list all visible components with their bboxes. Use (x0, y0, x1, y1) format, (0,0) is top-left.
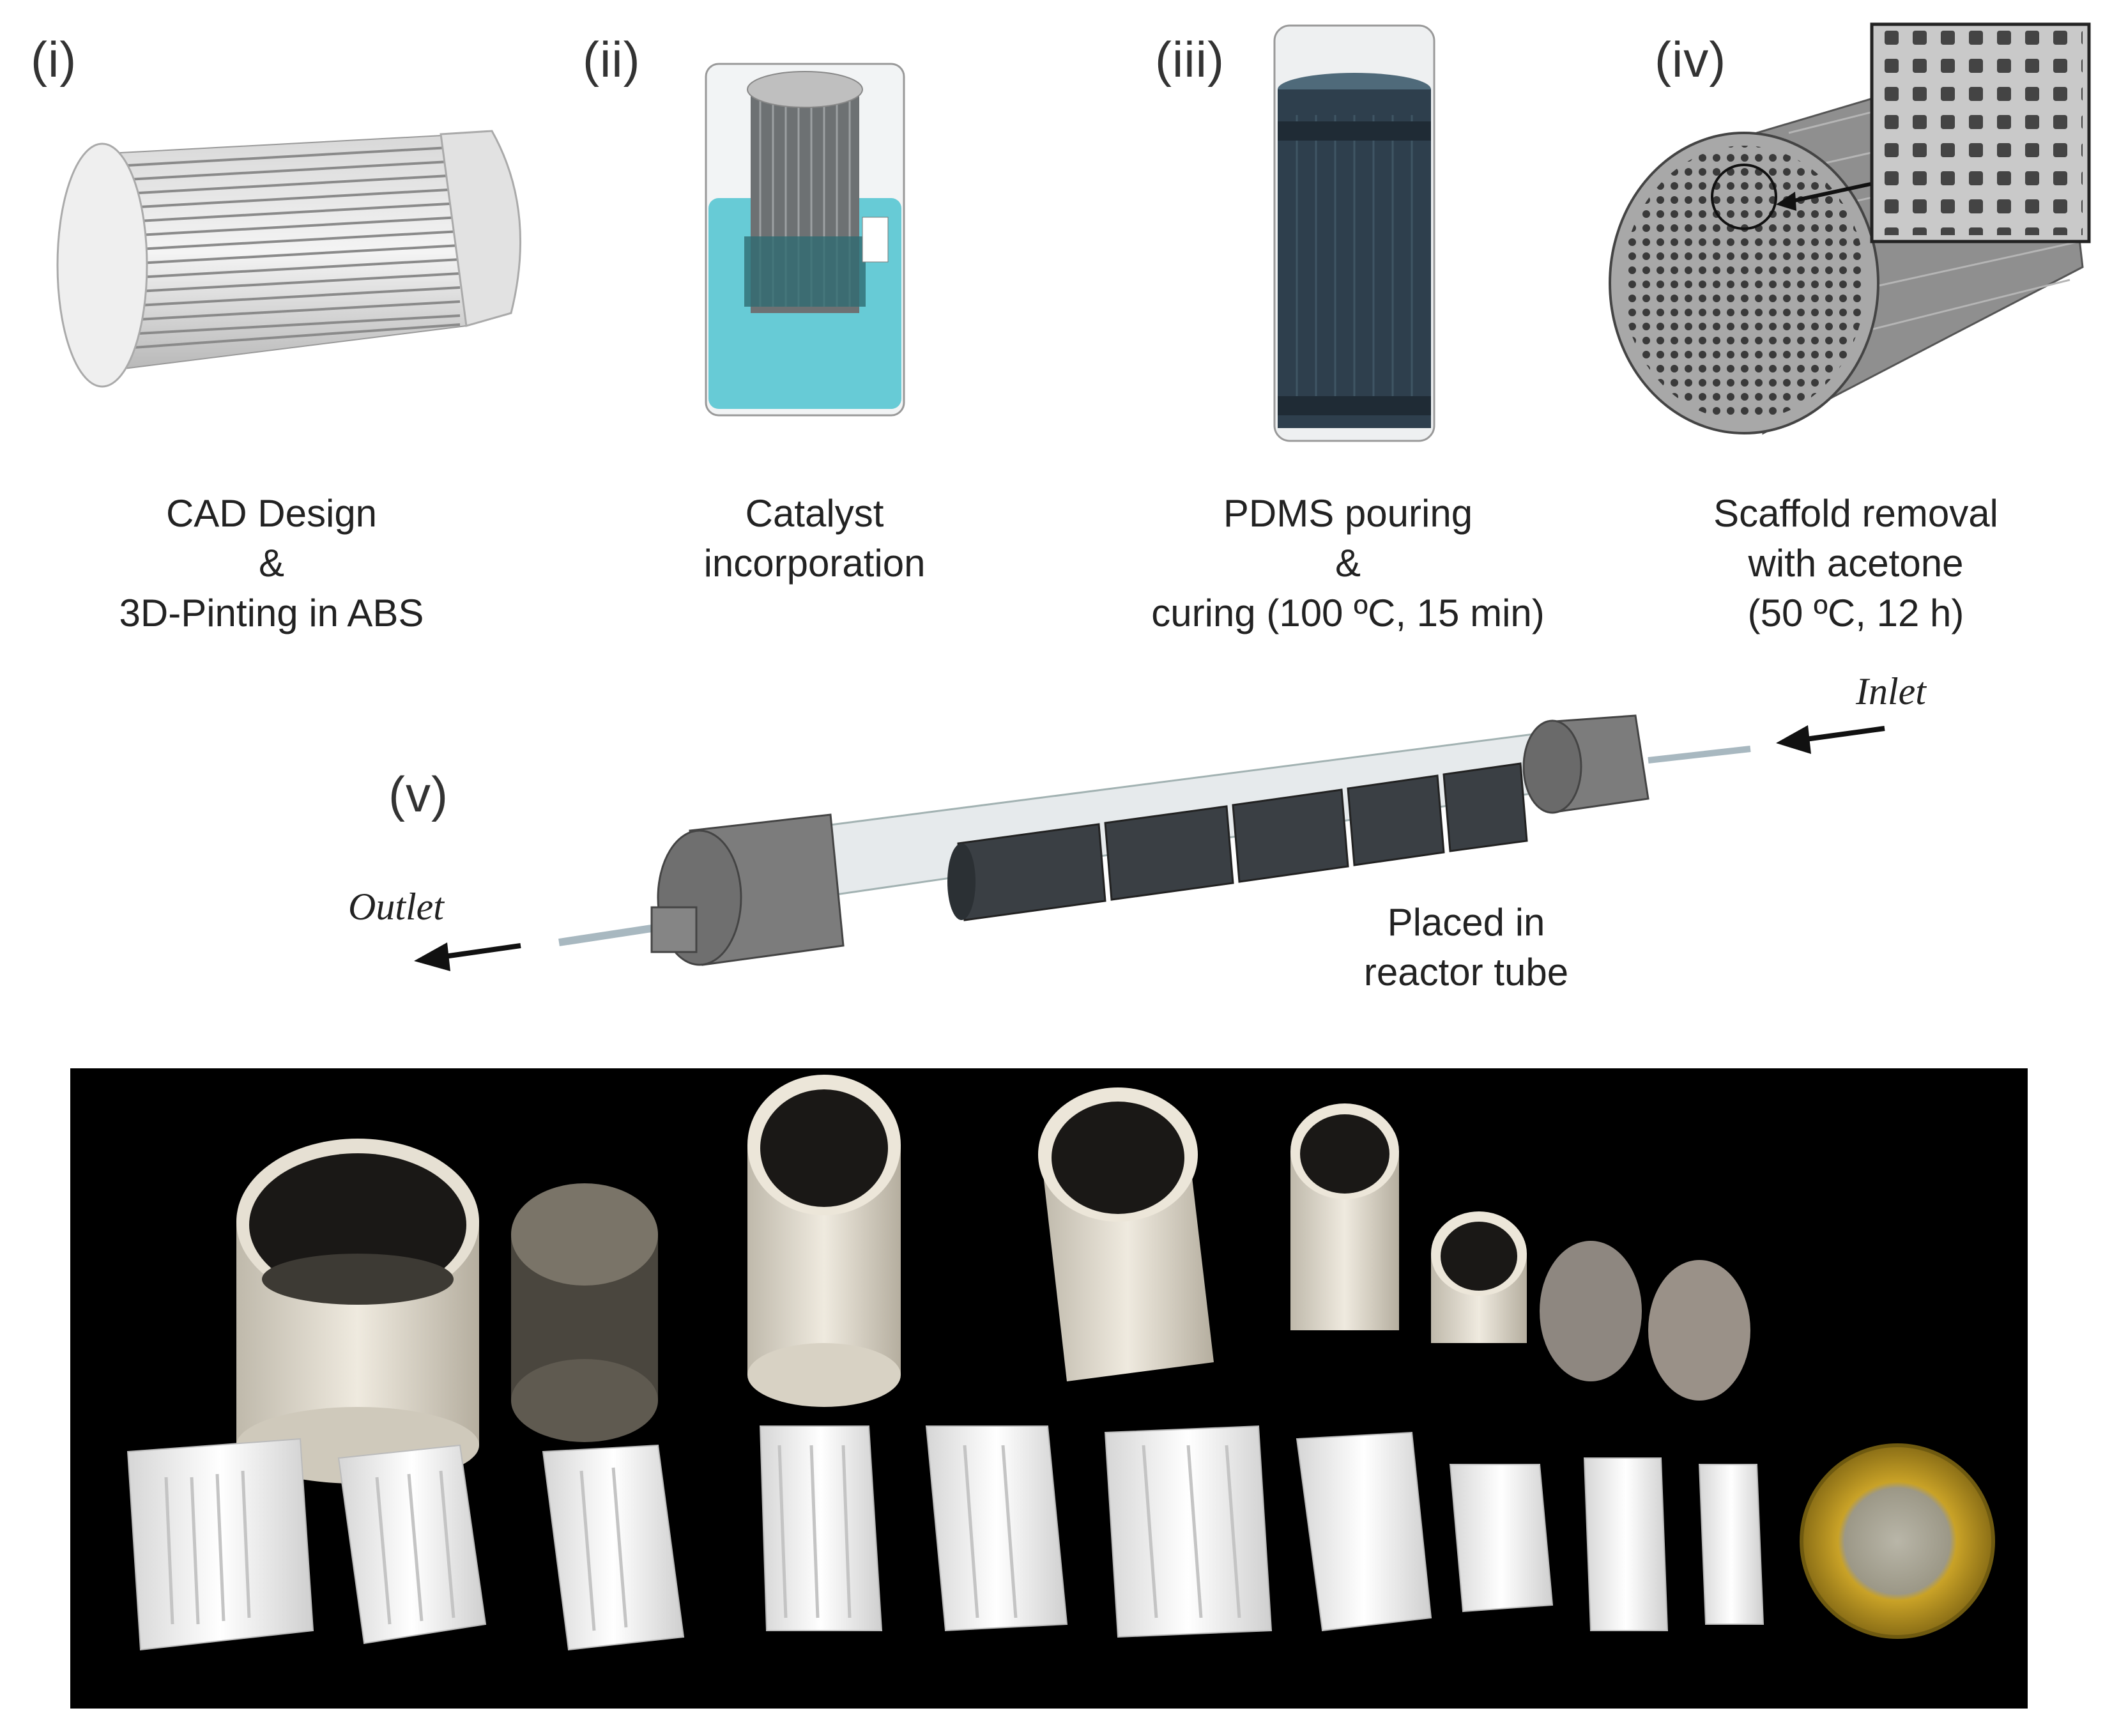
caption-line: CAD Design (165, 492, 378, 535)
printed-scaffolds-photo (126, 1075, 1995, 1651)
caption-line: Catalyst (745, 492, 884, 535)
step-4-caption: Scaffold removal with acetone (50 ºC, 12… (1635, 489, 2076, 638)
pdms-mold-drawing (1273, 24, 1435, 442)
step-1-caption: CAD Design & 3D-Pinting in ABS (70, 489, 473, 638)
scaffold-removal-drawing (1609, 22, 2091, 435)
inlet-label: Inlet (1856, 670, 1926, 712)
arrow-left-icon (414, 942, 521, 971)
step-5-label: (v) (388, 766, 448, 822)
caption-line: & (258, 542, 285, 585)
step-1-label: (i) (31, 31, 77, 88)
arrow-left-icon (1776, 725, 1885, 754)
caption-line: PDMS pouring (1223, 492, 1473, 535)
cad-scaffold-drawing (56, 130, 521, 388)
caption-line: with acetone (1748, 542, 1964, 585)
caption-line: & (1335, 542, 1361, 585)
caption-line: (50 ºC, 12 h) (1747, 592, 1964, 634)
outlet-label: Outlet (348, 886, 444, 928)
photo-panel (70, 1068, 2028, 1709)
caption-line: 3D-Pinting in ABS (119, 592, 424, 634)
step-2-label: (ii) (583, 31, 641, 88)
step-4-label: (iv) (1655, 31, 1727, 88)
step-3-label: (iii) (1155, 31, 1225, 88)
bottom-row-scaffolds (126, 1425, 1764, 1651)
catalyst-beaker-drawing (705, 63, 905, 417)
caption-line: Scaffold removal (1713, 492, 1998, 535)
caption-line: Placed in (1387, 901, 1545, 944)
caption-line: curing (100 ºC, 15 min) (1151, 592, 1545, 634)
caption-line: reactor tube (1363, 951, 1569, 994)
reactor-tube-drawing (414, 714, 1885, 971)
euro-coin (1800, 1443, 1995, 1639)
step-2-caption: Catalyst incorporation (639, 489, 990, 588)
caption-line: incorporation (703, 542, 926, 585)
step-5-caption: Placed in reactor tube (1316, 898, 1616, 997)
step-3-caption: PDMS pouring & curing (100 ºC, 15 min) (1086, 489, 1610, 638)
top-row-tubes (236, 1075, 1750, 1484)
